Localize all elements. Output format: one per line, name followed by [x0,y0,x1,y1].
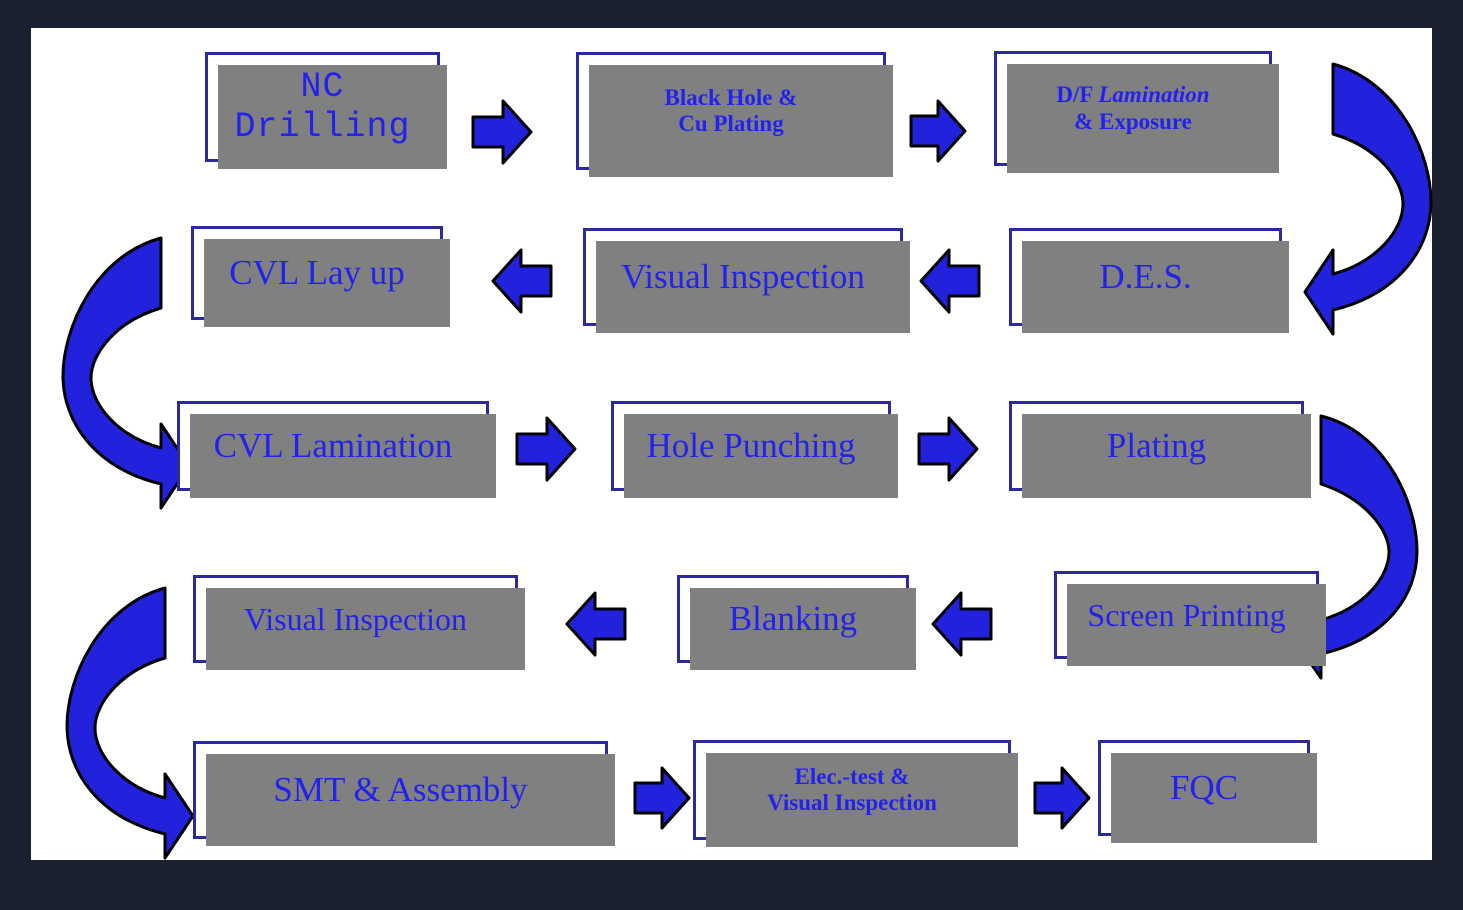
node-label: D.E.S. [1099,256,1192,296]
node-label: Visual Inspection [244,600,467,637]
box-shadow [706,753,1018,847]
process-node-black-hole-cu-plating[interactable]: Black Hole & Cu Plating [576,52,893,177]
uturn-arrow-c12 [65,576,195,866]
arrow-left-c4 [919,248,981,314]
node-label-line1-italic: Lamination [1098,82,1210,108]
box-shadow [1007,64,1279,173]
node-label-line2: Cu Plating [678,111,784,136]
box-shadow [1067,584,1326,666]
arrow-right-c13 [633,766,691,830]
node-label: FQC [1169,767,1239,807]
process-node-cvl-lamination[interactable]: CVL Lamination [177,401,496,498]
process-node-visual-inspection-2[interactable]: Visual Inspection [193,575,525,670]
box-shadow [1022,414,1311,498]
arrow-right-c14 [1033,766,1091,830]
node-label-line1-prefix: D/F [1056,82,1099,108]
node-label: CVL Lamination [213,425,453,465]
box-shadow [624,414,898,498]
box-shadow [589,65,893,177]
process-node-hole-punching[interactable]: Hole Punching [611,401,898,498]
node-label: CVL Lay up [229,252,405,292]
process-node-nc-drilling[interactable]: NC Drilling [205,52,447,169]
node-label: D/F Lamination & Exposure [1050,82,1215,135]
process-node-plating[interactable]: Plating [1009,401,1311,498]
node-label-line2: Visual Inspection [767,790,937,815]
node-label: Visual Inspection [621,256,865,296]
process-node-screen-printing[interactable]: Screen Printing [1054,571,1326,666]
diagram-canvas: NC Drilling Black Hole & Cu Plating D/F … [31,28,1433,860]
node-label: Plating [1106,425,1207,465]
node-label: NC Drilling [234,66,411,147]
node-label: Elec.-test & Visual Inspection [761,764,943,817]
node-label-line1: Black Hole & [664,84,798,110]
process-node-blanking[interactable]: Blanking [677,575,916,670]
arrow-left-c11 [565,591,627,657]
process-node-df-lamination-exposure[interactable]: D/F Lamination & Exposure [994,51,1279,173]
node-label: Black Hole & Cu Plating [659,85,804,138]
arrow-right-c8 [917,416,979,482]
node-label-line1: Elec.-test & [794,763,910,789]
node-label: SMT & Assembly [273,769,528,809]
box-shadow [1022,241,1289,333]
process-node-cvl-lay-up[interactable]: CVL Lay up [191,226,450,327]
node-label: Screen Printing [1087,596,1286,633]
process-node-elec-test-visual-inspection[interactable]: Elec.-test & Visual Inspection [693,740,1018,847]
box-shadow [206,588,525,670]
arrow-right-c7 [515,416,577,482]
box-shadow [218,65,447,169]
box-shadow [1111,753,1317,843]
box-shadow [690,588,916,670]
box-shadow [190,414,496,498]
arrow-right-c1 [471,99,533,165]
node-label-line2: & Exposure [1074,108,1192,134]
box-shadow [206,754,615,846]
box-shadow [204,239,450,327]
arrow-left-c10 [931,591,993,657]
process-node-visual-inspection-1[interactable]: Visual Inspection [583,228,910,333]
uturn-arrow-c3 [1303,52,1433,342]
node-label: Hole Punching [646,425,856,465]
uturn-arrow-c6 [61,226,191,516]
box-shadow [596,241,910,333]
process-node-des[interactable]: D.E.S. [1009,228,1289,333]
arrow-left-c5 [491,248,553,314]
arrow-right-c2 [909,99,967,163]
process-node-fqc[interactable]: FQC [1098,740,1317,843]
node-label: Blanking [728,598,858,638]
process-node-smt-assembly[interactable]: SMT & Assembly [193,741,615,846]
